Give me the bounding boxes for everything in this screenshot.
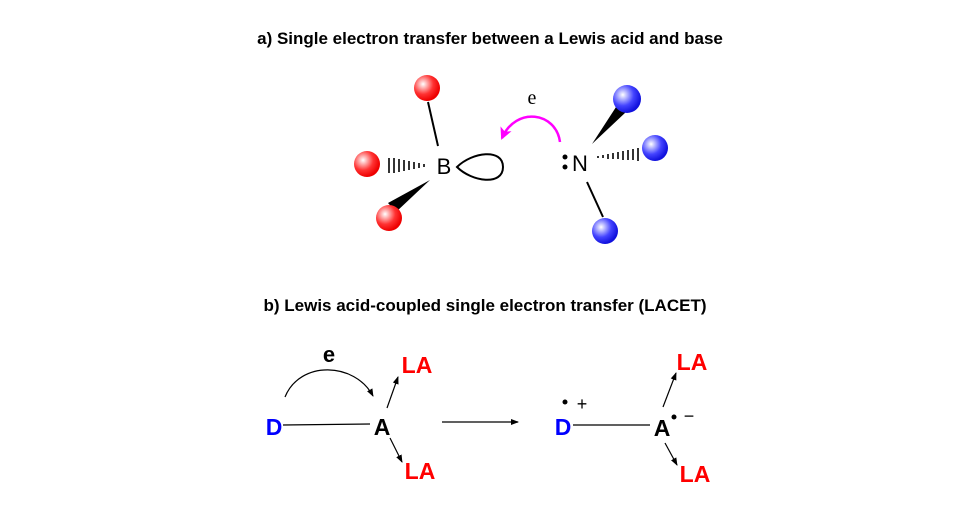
panel-b-title: b) Lewis acid-coupled single electron tr…	[263, 296, 706, 315]
radical-cation-sign: +	[577, 394, 588, 414]
radical-dot	[562, 399, 568, 405]
lewis-acid-label: LA	[402, 352, 433, 378]
reactant-scheme: e D A LA LA	[266, 342, 436, 484]
base-substituent-ball	[642, 135, 668, 161]
lone-pair-dot	[562, 154, 568, 160]
lone-pair-dot	[562, 164, 568, 170]
acceptor-label: A	[374, 414, 391, 440]
base-substituent-ball	[613, 85, 641, 113]
nitrogen-molecule: N	[562, 85, 668, 244]
base-substituent-ball	[592, 218, 618, 244]
boron-molecule: B	[354, 75, 505, 231]
product-scheme: D + A − LA LA	[555, 349, 711, 487]
wedge-bond-n-top	[592, 104, 626, 144]
electron-transfer-arrow	[284, 369, 374, 398]
acid-substituent-ball	[376, 205, 402, 231]
panel-a-title: a) Single electron transfer between a Le…	[257, 29, 723, 48]
coordination-arrow	[386, 376, 399, 409]
bond-n-bottom	[586, 181, 604, 218]
donor-label: D	[266, 414, 283, 440]
lewis-acid-label: LA	[405, 458, 436, 484]
wedge-bond-b-bottom	[388, 180, 430, 212]
bond-b-top	[427, 101, 439, 147]
electron-label-a: e	[528, 87, 537, 109]
coordination-arrow	[389, 437, 403, 463]
donor-label: D	[555, 414, 572, 440]
electron-label-b: e	[323, 342, 335, 367]
acid-substituent-ball	[414, 75, 440, 101]
nitrogen-label: N	[572, 151, 588, 176]
donor-acceptor-bond	[282, 423, 371, 426]
acid-substituent-ball	[354, 151, 380, 177]
radical-anion-sign: −	[684, 406, 695, 426]
electron-transfer-arrow	[500, 115, 562, 143]
hashed-bond-b-left	[388, 158, 425, 173]
acceptor-label: A	[654, 415, 671, 441]
coordination-arrow	[662, 372, 677, 408]
lewis-acid-label: LA	[680, 461, 711, 487]
boron-label: B	[437, 154, 452, 179]
hashed-bond-n-right	[597, 148, 639, 161]
coordination-arrow	[664, 442, 678, 466]
empty-orbital-lobe	[455, 153, 505, 181]
radical-dot	[671, 414, 677, 420]
lewis-acid-label: LA	[677, 349, 708, 375]
